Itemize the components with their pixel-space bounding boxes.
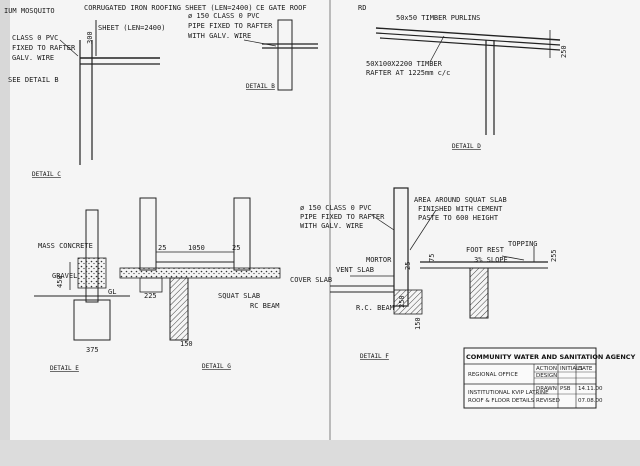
detail-f-cover-slab: COVER SLAB <box>290 276 332 284</box>
detail-f-vent-slab: VENT SLAB <box>336 266 374 274</box>
detail-e-caption: DETAIL E <box>50 365 79 372</box>
tb-project: INSTITUTIONAL KVIP LATRINE <box>468 390 549 396</box>
detail-f-dim-150: 150 <box>414 317 422 330</box>
detail-f-foot-rest: FOOT REST <box>466 246 505 254</box>
tb-col-initials: INITIALS <box>560 366 583 372</box>
detail-d-rafter-2: RAFTER AT 1225mm c/c <box>366 69 450 77</box>
detail-f-dim-75: 75 <box>428 254 436 262</box>
detail-g-dim-1050: 1050 <box>188 244 205 252</box>
detail-b-note-1: ø 150 CLASS 0 PVC <box>188 12 260 20</box>
detail-d-purlins: 50x50 TIMBER PURLINS <box>396 14 480 22</box>
detail-f-area-3: PASTE TO 600 HEIGHT <box>418 214 499 222</box>
detail-e-dim-375: 375 <box>86 346 99 354</box>
detail-g-rc-beam: RC BEAM <box>250 302 280 310</box>
tb-col-date: DATE <box>578 366 593 372</box>
detail-f-dim-250: 250 <box>398 295 406 308</box>
detail-f-topping: TOPPING <box>508 240 538 248</box>
detail-c-ref: SEE DETAIL B <box>8 76 59 84</box>
detail-b-note-3: WITH GALV. WIRE <box>188 32 251 40</box>
tb-drawn-date: 14.11.00 <box>578 386 603 392</box>
detail-g-dim-25a: 25 <box>158 244 166 252</box>
detail-g-caption: DETAIL G <box>202 363 231 370</box>
detail-f-pipe-1: ø 150 CLASS 0 PVC <box>300 204 372 212</box>
sheet-text: CORRUGATED IRON ROOFING SHEET (LEN=2400) <box>84 4 253 12</box>
detail-f-dim-255: 255 <box>550 249 558 262</box>
detail-f-pipe-2: PIPE FIXED TO RAFTER <box>300 213 385 221</box>
detail-g-squat: SQUAT SLAB <box>218 292 260 300</box>
detail-e-gl: GL <box>108 288 116 296</box>
detail-d-rafter-1: 50X100X2200 TIMBER <box>366 60 443 68</box>
tb-office: REGIONAL OFFICE <box>468 372 518 378</box>
detail-f-area-1: AREA AROUND SQUAT SLAB <box>414 196 507 204</box>
detail-g-dim-25b: 25 <box>232 244 240 252</box>
detail-c-caption: DETAIL C <box>32 171 61 178</box>
tb-col-action: ACTION <box>536 366 557 372</box>
detail-g-dim-225: 225 <box>144 292 157 300</box>
detail-c: 300 CLASS 0 PVC FIXED TO RAFTER GALV. WI… <box>8 20 160 178</box>
detail-f-pipe-3: WITH GALV. WIRE <box>300 222 363 230</box>
tb-row-revised: REVISED <box>536 398 560 404</box>
detail-e-mass-concrete: MASS CONCRETE <box>38 242 93 250</box>
tb-row-design: DESIGN <box>536 373 557 379</box>
scan-shadow-bottom <box>0 440 640 466</box>
detail-d: 250 50x50 TIMBER PURLINS 50X100X2200 TIM… <box>366 14 568 150</box>
roof-text: IUM MOSQUITO <box>4 7 55 15</box>
title-block: COMMUNITY WATER AND SANITATION AGENCY RE… <box>463 347 636 409</box>
tb-agency: COMMUNITY WATER AND SANITATION AGENCY <box>466 353 636 361</box>
tb-row-drawn: DRAWN <box>536 386 557 392</box>
sheet-text-2: SHEET (LEN=2400) <box>98 24 165 32</box>
detail-f-slope: 3% SLOPE <box>474 256 508 264</box>
detail-d-caption: DETAIL D <box>452 143 481 150</box>
detail-b-note-2: PIPE FIXED TO RAFTER <box>188 22 273 30</box>
detail-f-dim-25: 25 <box>404 262 412 270</box>
detail-c-note-1: CLASS 0 PVC <box>12 34 58 42</box>
tb-sheet: ROOF & FLOOR DETAILS <box>468 398 535 404</box>
detail-g-dim-150: 150 <box>180 340 193 348</box>
detail-f-caption: DETAIL F <box>360 353 389 360</box>
tb-drawn-init: PSB <box>560 386 571 392</box>
detail-f: ø 150 CLASS 0 PVC PIPE FIXED TO RAFTER W… <box>290 187 558 360</box>
detail-f-rc-beam: R.C. BEAM <box>356 304 394 312</box>
detail-d-dim: 250 <box>560 45 568 58</box>
detail-c-note-3: GALV. WIRE <box>12 54 54 62</box>
detail-c-note-2: FIXED TO RAFTER <box>12 44 76 52</box>
detail-e: 450 375 MASS CONCRETE GRAVEL GL DETAIL E <box>34 209 130 372</box>
detail-b: ø 150 CLASS 0 PVC PIPE FIXED TO RAFTER W… <box>188 12 318 91</box>
detail-f-area-2: FINISHED WITH CEMENT <box>418 205 503 213</box>
tb-revised-date: 07.08.00 <box>578 398 603 404</box>
detail-e-gravel: GRAVEL <box>52 272 77 280</box>
corner-text: CE GATE ROOF <box>256 4 307 12</box>
detail-e-dim-450: 450 <box>56 275 64 288</box>
scan-shadow-left <box>0 0 10 466</box>
detail-f-mortor: MORTOR <box>366 256 392 264</box>
detail-c-dim: 300 <box>86 31 94 44</box>
detail-g: 25 1050 25 225 SQUAT SLAB RC BEAM 150 DE… <box>119 197 281 370</box>
detail-b-caption: DETAIL B <box>246 83 275 90</box>
rd-text: RD <box>358 4 366 12</box>
